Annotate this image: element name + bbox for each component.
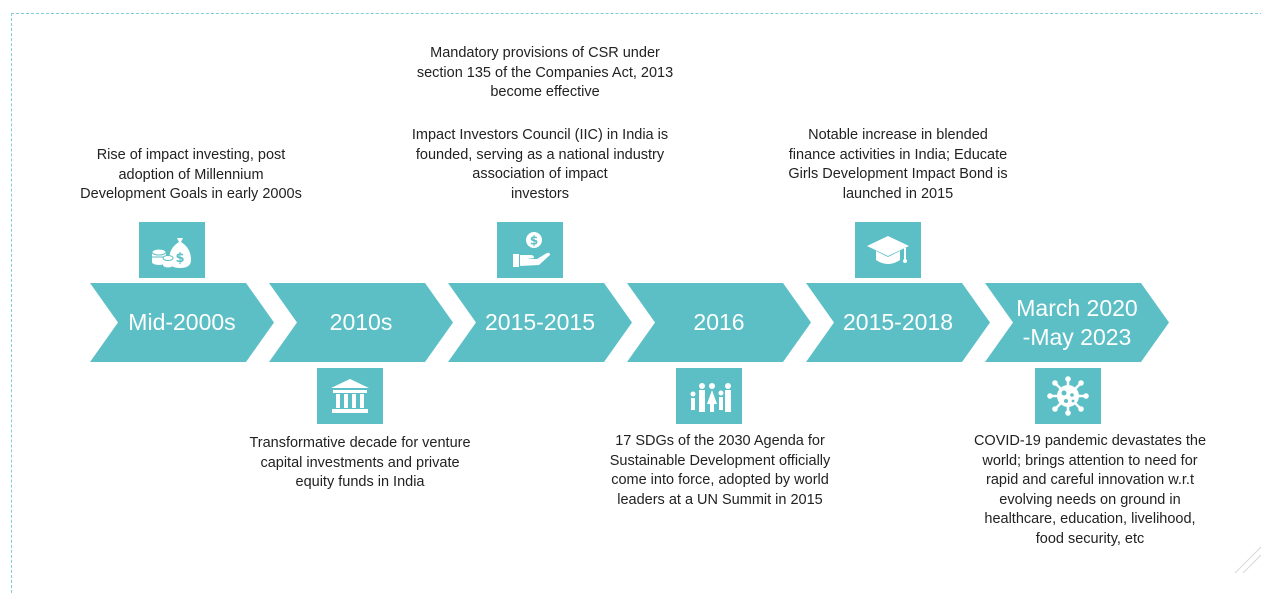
corner-decoration [1234,546,1261,573]
milestone-description-top: Mandatory provisions of CSR under sectio… [416,45,674,100]
icon-box [855,222,921,278]
money-bag-icon: $ [151,238,191,268]
milestone-description: Impact Investors Council (IIC) in India … [411,127,669,202]
milestone-description: Notable increase in blended finance acti… [788,127,1008,202]
hand-coin-icon: $ [513,232,550,267]
timeline-label: 2010s [329,309,393,336]
timeline-label: 2015-2018 [843,309,953,336]
bank-building-icon [331,379,369,413]
timeline-chevron-2015-2015: 2015-2015 [448,283,632,362]
icon-box [317,368,383,424]
family-icon [690,383,731,412]
icon-box: $ [497,222,563,278]
milestone-description: 17 SDGs of the 2030 Agenda for Sustainab… [609,433,831,508]
timeline-label: Mid-2000s [128,309,236,336]
dashed-border-frame [11,13,1261,593]
timeline-chevron-2016: 2016 [627,283,811,362]
icon-box [676,368,742,424]
timeline-chevron-2015-2018: 2015-2018 [806,283,990,362]
timeline-label: 2015-2015 [485,309,595,336]
svg-text:$: $ [530,234,538,248]
icon-box: $ [139,222,205,278]
milestone-description: Transformative decade for venture capita… [249,435,471,490]
timeline-chevron-mid-2000s: Mid-2000s [90,283,274,362]
virus-icon [1047,376,1089,416]
timeline-chevron-2020-2023: March 2020 -May 2023 [985,283,1169,362]
icon-box [1035,368,1101,424]
milestone-description: Rise of impact investing, post adoption … [80,147,302,202]
milestone-description: COVID-19 pandemic devastates the world; … [973,433,1207,547]
timeline-chevron-2010s: 2010s [269,283,453,362]
timeline-label: March 2020 -May 2023 [1016,294,1138,350]
graduation-cap-icon [867,236,909,264]
timeline-label: 2016 [693,309,745,336]
svg-text:$: $ [175,251,184,266]
